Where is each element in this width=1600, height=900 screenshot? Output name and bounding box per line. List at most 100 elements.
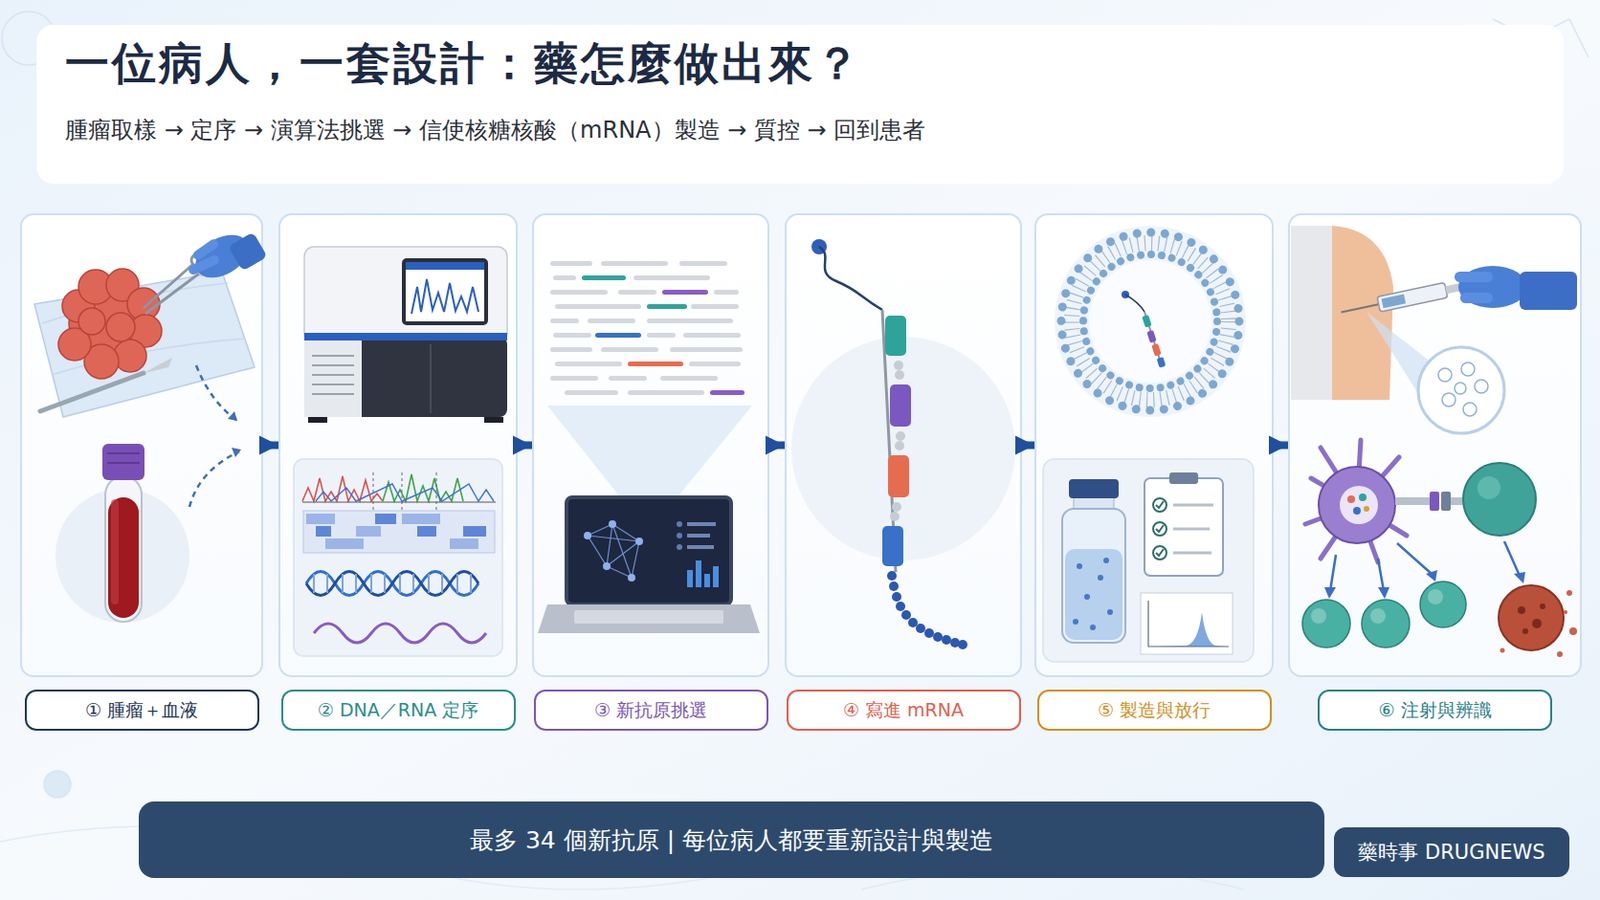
sequencer-illustration-part-part — [449, 538, 479, 550]
sequencer-illustration-part — [315, 484, 494, 502]
flow-arrow — [1022, 442, 1035, 450]
injection-immune-illustration-part-part — [1356, 505, 1378, 563]
sequencer-illustration-part — [304, 333, 508, 341]
tumor-sample-illustration-part — [196, 365, 238, 422]
tumor-sample-illustration-part — [34, 271, 255, 418]
neoantigen-selection-illustration-part-part — [587, 318, 636, 324]
neoantigen-selection-illustration-part-part — [587, 535, 607, 567]
neoantigen-selection-illustration-part-part — [631, 541, 640, 578]
manufacturing-illustration-part — [1141, 314, 1152, 329]
sequencer-illustration-part-part — [436, 472, 438, 554]
neoantigen-selection-illustration-part-part — [669, 347, 743, 353]
step-panel: ② DNA／RNA 定序 — [278, 213, 518, 678]
manufacturing-illustration-part — [1043, 459, 1254, 663]
sequencer-illustration-part-part — [311, 364, 355, 367]
injection-immune-illustration-part-part — [1320, 505, 1357, 559]
injection-immune-illustration-part-part — [1474, 379, 1489, 394]
manufacturing-illustration-part-part — [1103, 557, 1110, 564]
sequencer-illustration-part — [382, 474, 464, 502]
injection-immune-illustration-part-part — [1363, 506, 1370, 512]
manufacturing-illustration-part — [1068, 479, 1119, 499]
sequencer-illustration-part-part — [427, 574, 430, 594]
node-text: 最多 34 個新抗原 | 每位病人都要重新設計與製造 — [469, 824, 994, 857]
manufacturing-illustration-part — [1088, 260, 1212, 383]
mrna-illustration-part — [893, 360, 904, 371]
mrna-illustration-part — [889, 511, 900, 522]
sequencer-illustration-part — [308, 417, 328, 423]
injection-immune-illustration-part-part — [1513, 572, 1526, 584]
sequencer-illustration-part-part — [355, 574, 357, 594]
injection-immune-illustration-part — [1330, 541, 1520, 592]
injection-immune-illustration-part — [1347, 493, 1370, 515]
manufacturing-illustration-part — [1054, 225, 1246, 418]
injection-immune-illustration-part — [1429, 491, 1440, 512]
tumor-sample-illustration-part-part — [62, 289, 95, 323]
sequencer-illustration-part — [311, 355, 355, 395]
neoantigen-selection-illustration-part-part — [660, 376, 718, 381]
injection-immune-illustration-part-part — [1341, 304, 1381, 313]
neoantigen-selection-illustration-part-part — [608, 376, 647, 381]
neoantigen-selection-illustration-part-part — [695, 560, 702, 588]
injection-immune-illustration-part — [1361, 600, 1410, 648]
neoantigen-selection-illustration-part-part — [676, 521, 683, 528]
injection-immune-illustration-part-part — [1377, 282, 1448, 312]
injection-immune-illustration-part-part — [1311, 608, 1327, 624]
sequencer-illustration-part-part — [311, 393, 355, 396]
neoantigen-selection-illustration-part-part — [600, 347, 659, 353]
flow-arrow — [1273, 442, 1289, 450]
manufacturing-illustration-part — [1071, 243, 1229, 400]
background-pattern-part — [44, 771, 71, 799]
injection-immune-illustration-part — [1338, 272, 1480, 325]
manufacturing-illustration-part — [1146, 330, 1156, 344]
step-panel: ④ 寫進 mRNA — [784, 213, 1023, 678]
manufacturing-illustration-part — [1065, 549, 1123, 641]
sequencer-illustration-part — [304, 246, 508, 343]
neoantigen-selection-illustration-part — [581, 275, 626, 281]
step-label: ⑥ 注射與辨識 — [1317, 689, 1553, 732]
sequencer-illustration-part-part — [383, 574, 386, 594]
mrna-illustration-part — [894, 370, 905, 380]
injection-immune-illustration-part — [1332, 225, 1394, 400]
flow-arrow — [769, 442, 785, 450]
manufacturing-illustration-part — [1153, 498, 1167, 560]
injection-immune-illustration-part-part — [1377, 558, 1384, 592]
neoantigen-selection-illustration-part — [587, 524, 640, 578]
manufacturing-illustration-part-part — [1107, 609, 1113, 616]
sequencer-illustration-part-part — [306, 513, 335, 525]
injection-immune-illustration-part-part — [1444, 281, 1473, 295]
tumor-sample-illustration-part-part — [84, 344, 119, 379]
neoantigen-selection-illustration-part — [687, 522, 716, 550]
tumor-sample-illustration — [34, 226, 267, 623]
neoantigen-selection-illustration-part-part — [587, 524, 613, 536]
injection-immune-illustration-part-part — [1556, 651, 1563, 658]
neoantigen-selection-illustration-part-part — [704, 574, 711, 588]
sequencer-illustration-part-part — [412, 574, 415, 594]
neoantigen-selection-illustration-part — [537, 604, 760, 634]
mrna-illustration-part — [887, 571, 968, 650]
mrna-illustration-part-part — [888, 581, 899, 592]
neoantigen-selection-illustration-part — [683, 347, 685, 353]
manufacturing-illustration-part — [1169, 472, 1199, 485]
neoantigen-selection-illustration-part-part — [555, 304, 642, 310]
injection-immune-illustration-part-part — [1463, 402, 1477, 417]
injection-immune-illustration-part — [1500, 590, 1578, 658]
sequencer-illustration-part — [405, 262, 485, 270]
manufacturing-illustration-part — [1062, 509, 1126, 644]
injection-immune-illustration-part — [1458, 266, 1528, 309]
neoantigen-selection-illustration-part-part — [690, 304, 739, 310]
injection-immune-illustration-part-part — [1356, 440, 1361, 506]
tumor-sample-illustration-part — [143, 357, 173, 374]
manufacturing-illustration-part-part — [1084, 594, 1090, 600]
tumor-sample-illustration-part — [191, 237, 221, 262]
mrna-illustration-part — [895, 431, 906, 442]
sequencer-illustration-part — [306, 572, 479, 597]
injection-immune-illustration-part — [1519, 271, 1578, 311]
injection-immune-illustration-part-part — [1320, 447, 1357, 506]
tumor-sample-illustration-part-part — [78, 308, 106, 335]
manufacturing-illustration-part — [1083, 254, 1218, 389]
sequencer-illustration-part-part — [311, 355, 355, 357]
neoantigen-selection-illustration-part-part — [713, 289, 739, 295]
injection-immune-illustration-part-part — [1427, 589, 1444, 605]
injection-immune-illustration-part-part — [1563, 610, 1568, 615]
